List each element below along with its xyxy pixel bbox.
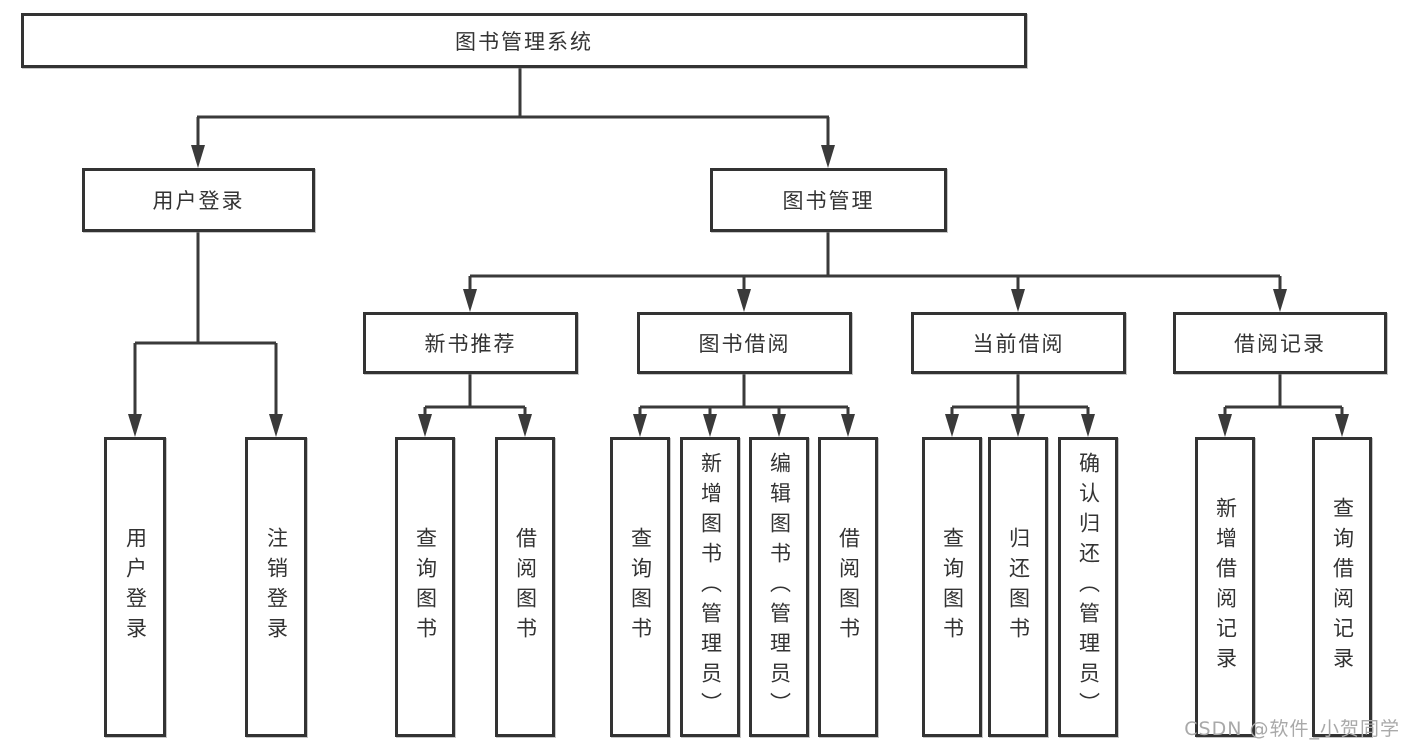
leaf-br-add-record-label: 新增借阅记录	[1213, 497, 1238, 677]
connector-current-borrow-to-children	[945, 374, 1095, 437]
leaf-nbr-borrow-books: 借阅图书	[495, 437, 555, 737]
leaf-bb-add-books-admin-label: 新增图书（管理员）	[698, 452, 723, 722]
node-new-book-recommend-label: 新书推荐	[424, 332, 517, 356]
node-book-borrow-label: 图书借阅	[698, 332, 791, 356]
node-current-borrow: 当前借阅	[911, 312, 1126, 374]
node-library-system: 图书管理系统	[21, 13, 1027, 68]
leaf-br-query-record-label: 查询借阅记录	[1330, 497, 1355, 677]
leaf-user-login: 用户登录	[104, 437, 166, 737]
leaf-cb-confirm-return-admin: 确认归还（管理员）	[1058, 437, 1118, 737]
connector-new-book-rec-to-children	[418, 374, 532, 437]
node-book-borrow: 图书借阅	[637, 312, 852, 374]
node-book-management: 图书管理	[710, 168, 947, 232]
leaf-bb-borrow-books: 借阅图书	[818, 437, 878, 737]
node-borrow-records: 借阅记录	[1173, 312, 1387, 374]
leaf-bb-edit-books-admin-label: 编辑图书（管理员）	[767, 452, 792, 722]
leaf-logout: 注销登录	[245, 437, 307, 737]
node-library-system-label: 图书管理系统	[455, 29, 593, 54]
leaf-br-query-record: 查询借阅记录	[1312, 437, 1372, 737]
leaf-cb-return-books-label: 归还图书	[1006, 527, 1031, 647]
watermark-text: CSDN @软件_小贺同学	[1184, 718, 1400, 740]
leaf-bb-add-books-admin: 新增图书（管理员）	[680, 437, 740, 737]
leaf-nbr-query-books-label: 查询图书	[413, 527, 438, 647]
connector-borrow-records-to-children	[1218, 374, 1349, 437]
leaf-bb-query-books: 查询图书	[610, 437, 670, 737]
leaf-br-add-record: 新增借阅记录	[1195, 437, 1255, 737]
leaf-user-login-label: 用户登录	[123, 527, 148, 647]
leaf-nbr-borrow-books-label: 借阅图书	[513, 527, 538, 647]
connector-book-mgmt-to-level3	[463, 232, 1287, 312]
node-borrow-records-label: 借阅记录	[1234, 332, 1326, 356]
node-new-book-recommend: 新书推荐	[363, 312, 578, 374]
connector-root-to-level2	[191, 68, 835, 168]
node-book-management-label: 图书管理	[782, 189, 875, 213]
leaf-cb-return-books: 归还图书	[988, 437, 1048, 737]
leaf-cb-query-books: 查询图书	[922, 437, 982, 737]
connector-book-borrow-to-children	[633, 374, 855, 437]
node-user-login-label: 用户登录	[152, 189, 245, 213]
leaf-bb-borrow-books-label: 借阅图书	[836, 527, 861, 647]
node-current-borrow-label: 当前借阅	[972, 332, 1065, 356]
leaf-cb-confirm-return-admin-label: 确认归还（管理员）	[1076, 452, 1101, 722]
leaf-nbr-query-books: 查询图书	[395, 437, 455, 737]
connector-user-login-to-children	[128, 232, 283, 437]
leaf-cb-query-books-label: 查询图书	[940, 527, 965, 647]
leaf-bb-query-books-label: 查询图书	[628, 527, 653, 647]
node-user-login: 用户登录	[82, 168, 315, 232]
leaf-logout-label: 注销登录	[264, 527, 289, 647]
leaf-bb-edit-books-admin: 编辑图书（管理员）	[749, 437, 809, 737]
